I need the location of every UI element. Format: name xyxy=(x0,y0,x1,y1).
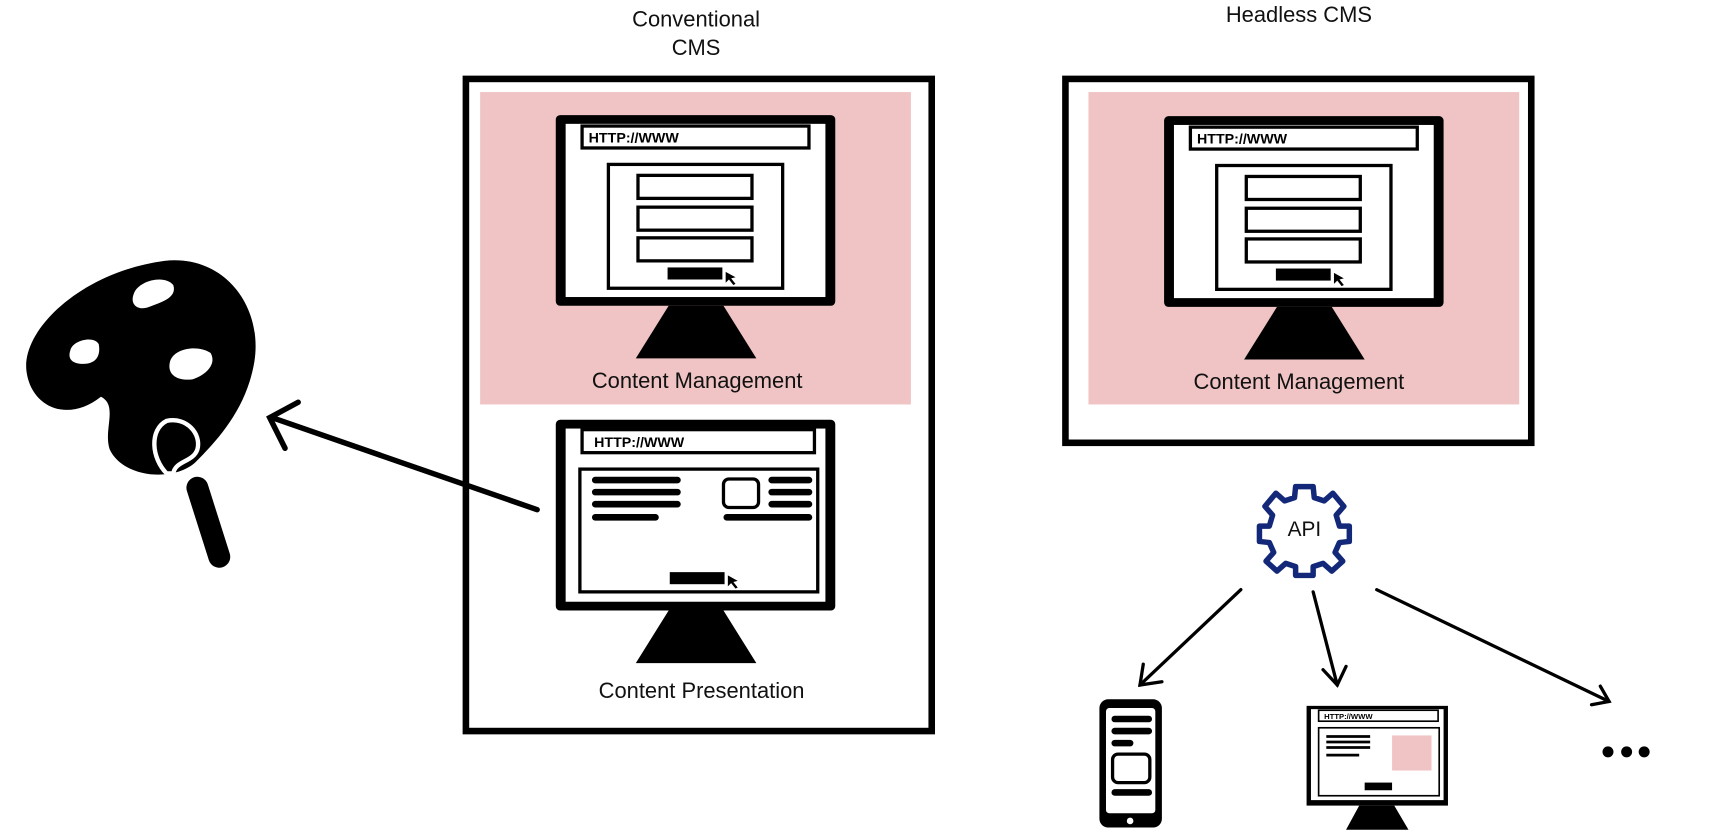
presentation-to-design-arrow xyxy=(266,399,540,513)
web-desktop-icon: HTTP://WWW xyxy=(1306,705,1448,830)
mobile-phone-icon xyxy=(1099,699,1162,828)
api-label: API xyxy=(1288,518,1322,541)
conventional-management-monitor-icon: HTTP://WWW xyxy=(555,115,836,359)
conventional-presentation-monitor-icon: HTTP://WWW xyxy=(555,419,836,664)
conventional-title-line1: Conventional xyxy=(632,6,760,31)
headless-management-monitor-icon: HTTP://WWW xyxy=(1164,116,1444,360)
paint-palette-icon xyxy=(26,260,256,568)
api-gear-icon: API xyxy=(1256,483,1353,579)
api-to-web-arrow xyxy=(1311,590,1348,688)
api-to-mobile-arrow xyxy=(1137,588,1243,687)
headless-management-label: Content Management xyxy=(1194,369,1405,394)
conventional-management-label: Content Management xyxy=(592,368,803,393)
conventional-presentation-label: Content Presentation xyxy=(599,678,805,703)
conventional-management-url: HTTP://WWW xyxy=(589,130,680,146)
conventional-presentation-url: HTTP://WWW xyxy=(594,435,685,451)
more-devices-ellipsis: ••• xyxy=(1602,746,1650,758)
device-url: HTTP://WWW xyxy=(1324,712,1373,721)
api-to-other-arrow xyxy=(1375,588,1612,707)
headless-title: Headless CMS xyxy=(1226,2,1372,27)
headless-management-url: HTTP://WWW xyxy=(1197,132,1288,148)
conventional-title-line2: CMS xyxy=(672,35,721,60)
